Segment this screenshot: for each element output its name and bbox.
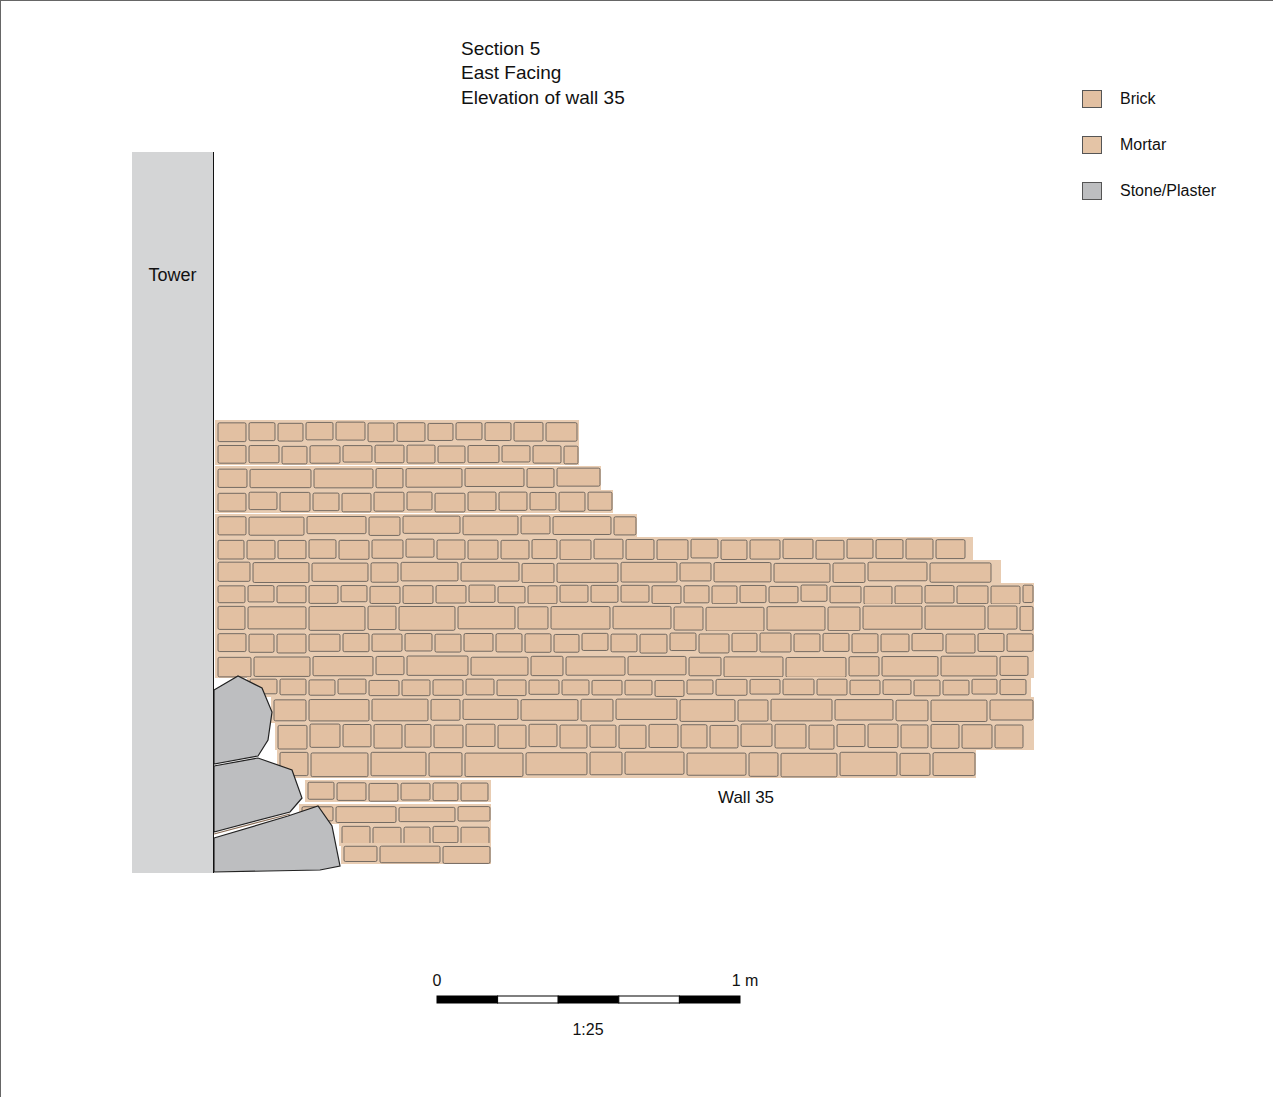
tower-block: Tower bbox=[132, 152, 214, 873]
wall-label: Wall 35 bbox=[718, 788, 774, 808]
section-subtitle: East Facing bbox=[461, 62, 561, 84]
legend-swatch bbox=[1082, 90, 1102, 108]
section-title: Section 5 bbox=[461, 38, 540, 60]
section-subtitle: Elevation of wall 35 bbox=[461, 87, 625, 109]
stones bbox=[214, 676, 340, 872]
scale-number: 0 bbox=[433, 972, 442, 990]
legend-text: Stone/Plaster bbox=[1120, 182, 1216, 200]
scale-number: 1 m bbox=[732, 972, 759, 990]
tower-label: Tower bbox=[132, 265, 213, 286]
legend-text: Mortar bbox=[1120, 136, 1166, 154]
scale-ratio: 1:25 bbox=[572, 1021, 603, 1039]
legend-swatch bbox=[1082, 182, 1102, 200]
legend-text: Brick bbox=[1120, 90, 1156, 108]
legend-swatch bbox=[1082, 136, 1102, 154]
scale-bar bbox=[437, 996, 740, 1003]
brick-wall bbox=[215, 420, 1034, 864]
